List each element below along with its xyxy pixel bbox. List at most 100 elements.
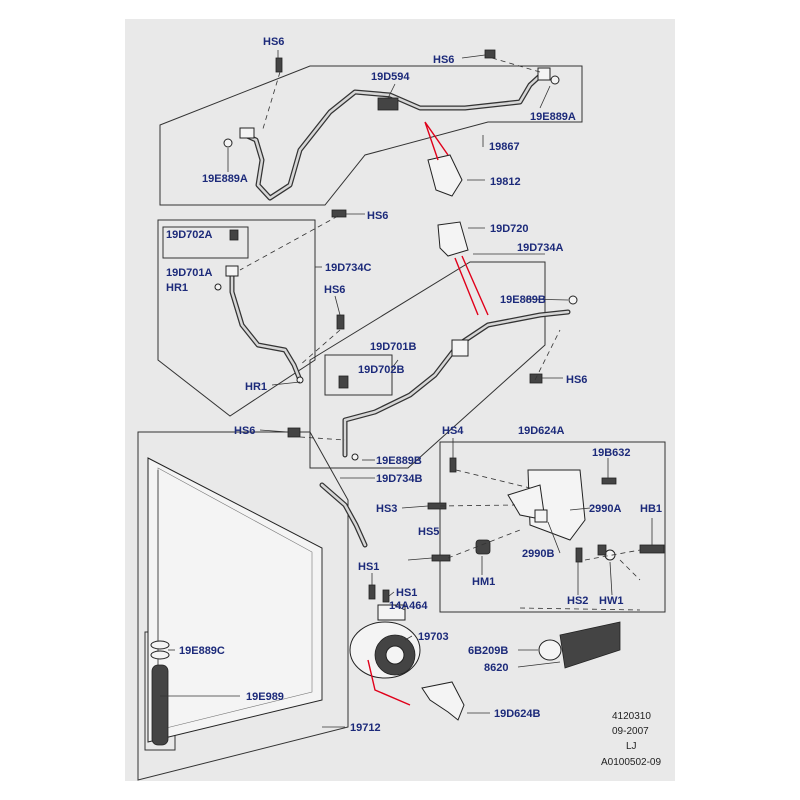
pressure-sensor-19d594 xyxy=(377,97,399,111)
label-19e889b-lower: 19E889B xyxy=(376,455,422,467)
label-19712: 19712 xyxy=(350,722,381,734)
label-hb1: HB1 xyxy=(640,503,662,515)
nut-hm1 xyxy=(475,539,491,555)
label-19d702a: 19D702A xyxy=(166,229,213,241)
pipe-19d734b-highlight xyxy=(320,483,367,547)
label-19d701b: 19D701B xyxy=(370,341,417,353)
label-hs6-1: HS6 xyxy=(263,36,284,48)
o-ring-19e889c-2 xyxy=(150,650,170,660)
label-hr1-upper: HR1 xyxy=(166,282,188,294)
condenser-19712 xyxy=(147,457,323,743)
drive-belt-8620 xyxy=(559,621,621,669)
bolt-hs2-b xyxy=(597,544,607,556)
label-hs6-3: HS6 xyxy=(367,210,388,222)
spacer-2990b xyxy=(534,509,548,523)
leader-lines xyxy=(160,50,653,728)
label-2990b: 2990B xyxy=(522,548,554,560)
clip-19812 xyxy=(427,154,463,197)
label-8620: 8620 xyxy=(484,662,508,674)
label-19812: 19812 xyxy=(490,176,521,188)
label-19867: 19867 xyxy=(489,141,520,153)
label-19e889c: 19E889C xyxy=(179,645,225,657)
red-leader-19d624b xyxy=(367,659,411,706)
clip-19d720 xyxy=(437,221,469,257)
bolt-hb1 xyxy=(639,544,665,554)
label-19e889a-left: 19E889A xyxy=(202,173,248,185)
label-19703: 19703 xyxy=(418,631,449,643)
bolt-hs6-3 xyxy=(331,209,347,218)
label-hs6-5: HS6 xyxy=(566,374,587,386)
group-frame-19d701b xyxy=(324,354,393,396)
label-hs4: HS4 xyxy=(442,425,464,437)
bolt-hs2 xyxy=(575,547,583,563)
pipe-19d734b xyxy=(319,482,368,548)
group-frame-19d734a xyxy=(309,261,546,469)
label-2990a: 2990A xyxy=(589,503,621,515)
bolt-hs1-1 xyxy=(368,584,376,600)
bolt-hs4 xyxy=(449,457,457,473)
label-hm1: HM1 xyxy=(472,576,495,588)
drawing-number: 4120310 xyxy=(612,711,651,722)
o-ring-hr1-lower xyxy=(296,376,304,384)
o-ring-19e889b-lower xyxy=(351,453,359,461)
fitting-19867-left xyxy=(239,127,255,139)
label-19e889b-upper: 19E889B xyxy=(500,294,546,306)
pipe-19867-highlight xyxy=(243,72,544,200)
pipe-19d734a-highlight xyxy=(343,310,570,457)
muffler-19d734a xyxy=(451,339,469,357)
label-hs5: HS5 xyxy=(418,526,439,538)
desiccant-19e989 xyxy=(151,664,169,746)
fitting-19867-right xyxy=(537,67,551,81)
label-19d720: 19D720 xyxy=(490,223,529,235)
label-19d734b: 19D734B xyxy=(376,473,423,485)
label-6b209b: 6B209B xyxy=(468,645,508,657)
label-hs6-6: HS6 xyxy=(234,425,255,437)
label-19d734a: 19D734A xyxy=(517,242,564,254)
red-leader-19812 xyxy=(424,121,449,161)
label-19e989: 19E989 xyxy=(246,691,284,703)
label-hs6-4: HS6 xyxy=(324,284,345,296)
part-labels: HS6 HS6 19D594 19E889A 19867 19E889A 198… xyxy=(166,36,662,734)
bolt-hs6-2 xyxy=(484,49,496,59)
drawing-initials: LJ xyxy=(626,741,637,752)
o-ring-19e889b-upper xyxy=(568,295,578,305)
label-hs3: HS3 xyxy=(376,503,397,515)
label-19d624b: 19D624B xyxy=(494,708,541,720)
red-leader-19d720 xyxy=(454,255,489,316)
label-14a464: 14A464 xyxy=(389,600,428,612)
fitting-19d701a xyxy=(225,265,239,277)
group-frame-19d702a xyxy=(162,226,249,259)
label-19d594: 19D594 xyxy=(371,71,410,83)
o-ring-19e889a-left xyxy=(223,138,233,148)
bolt-19b632 xyxy=(601,477,617,485)
bolt-hs5 xyxy=(431,554,451,562)
o-ring-hr1-upper xyxy=(214,283,222,291)
drawing-date: 09-2007 xyxy=(612,726,649,737)
bracket-14a464 xyxy=(377,604,406,621)
hose-19d624b xyxy=(421,681,465,721)
drawing-reference: A0100502-09 xyxy=(601,757,661,768)
o-ring-19e889a-right xyxy=(550,75,560,85)
group-frame-condenser xyxy=(137,431,349,781)
label-19d701a: 19D701A xyxy=(166,267,213,279)
bolt-hs6-6 xyxy=(287,427,301,438)
label-19e889a-right: 19E889A xyxy=(530,111,576,123)
bolt-hs6-1 xyxy=(275,57,283,73)
label-19d624a: 19D624A xyxy=(518,425,565,437)
dashed-connections xyxy=(239,57,641,611)
label-hs1-2: HS1 xyxy=(396,587,417,599)
group-frame-19867 xyxy=(159,65,583,206)
label-hw1: HW1 xyxy=(599,595,623,607)
bolt-hs6-4 xyxy=(336,314,345,330)
pipe-19d734c-highlight xyxy=(230,270,302,382)
label-hr1-lower: HR1 xyxy=(245,381,267,393)
valve-19d702a xyxy=(229,229,239,241)
drawing-info-block: 4120310 09-2007 LJ A0100502-09 xyxy=(601,711,661,768)
label-hs2: HS2 xyxy=(567,595,588,607)
label-hs6-2: HS6 xyxy=(433,54,454,66)
label-19b632: 19B632 xyxy=(592,447,631,459)
label-19d702b: 19D702B xyxy=(358,364,405,376)
label-19d734c: 19D734C xyxy=(325,262,372,274)
